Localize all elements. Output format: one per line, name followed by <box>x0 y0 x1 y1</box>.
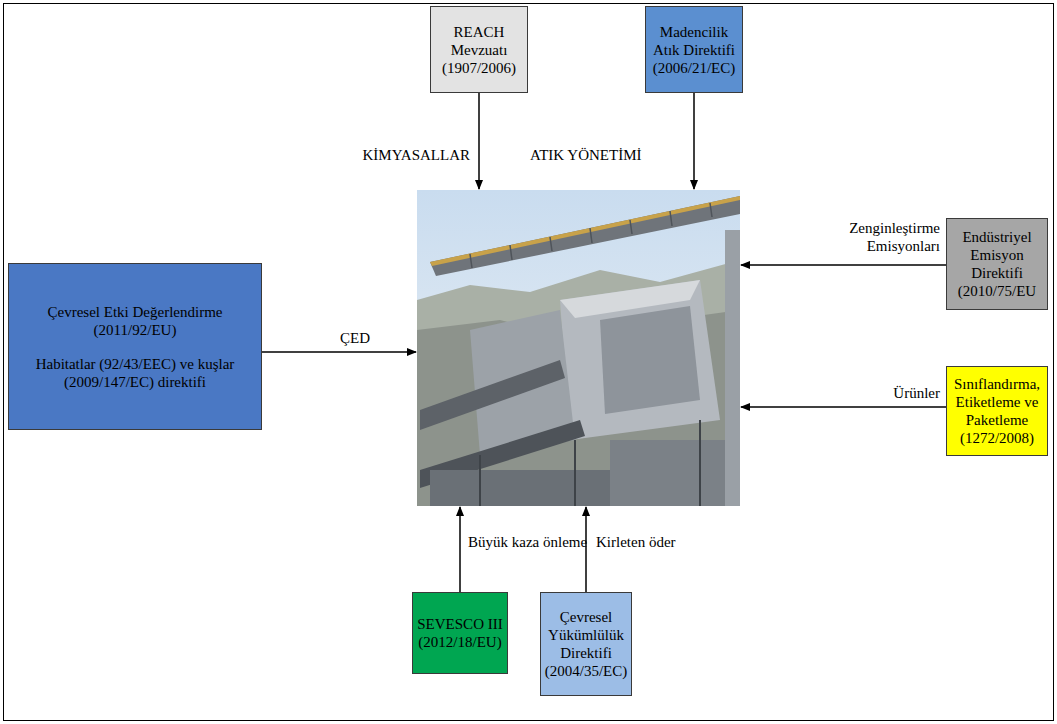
box-title: Endüstriyel Emisyon Direktifi (2010/75/E… <box>951 228 1043 300</box>
arrow-label: Kirleten öder <box>596 533 716 551</box>
arrows <box>262 93 946 592</box>
directive-box: Endüstriyel Emisyon Direktifi (2010/75/E… <box>946 218 1048 310</box>
directive-box: Çevresel Etki Değerlendirme (2011/92/EU)… <box>8 263 262 430</box>
box-title: Çevresel Yükümlülük Direktifi (2004/35/E… <box>545 608 627 680</box>
box-title: Sınıflandırma, Etiketleme ve Paketleme (… <box>951 375 1043 447</box>
directive-box: Madencilik Atık Direktifi (2006/21/EC) <box>645 6 743 93</box>
arrow-label: Büyük kaza önleme <box>468 533 618 551</box>
directive-box: Çevresel Yükümlülük Direktifi (2004/35/E… <box>540 592 632 696</box>
arrow-label: KİMYASALLAR <box>340 146 470 164</box>
box-title: Madencilik Atık Direktifi (2006/21/EC) <box>650 23 738 77</box>
box-body: Habitatlar (92/43/EEC) ve kuşlar (2009/1… <box>13 355 257 391</box>
arrow-label: Zenginleştirme Emisyonları <box>790 219 940 255</box>
arrow-label: ÇED <box>325 329 385 347</box>
frame <box>4 4 1054 721</box>
regulation-box: REACH Mevzuatı (1907/2006) <box>430 6 528 93</box>
box-title: REACH Mevzuatı (1907/2006) <box>435 23 523 77</box>
box-title: SEVESCO III (2012/18/EU) <box>417 615 503 651</box>
box-title: Çevresel Etki Değerlendirme (2011/92/EU) <box>13 303 257 339</box>
arrow-label: ATIK YÖNETİMİ <box>530 146 670 164</box>
arrow-label: Ürünler <box>840 384 940 402</box>
regulation-box: Sınıflandırma, Etiketleme ve Paketleme (… <box>946 366 1048 456</box>
directive-box: SEVESCO III (2012/18/EU) <box>412 592 508 674</box>
plant-photo <box>417 190 740 506</box>
